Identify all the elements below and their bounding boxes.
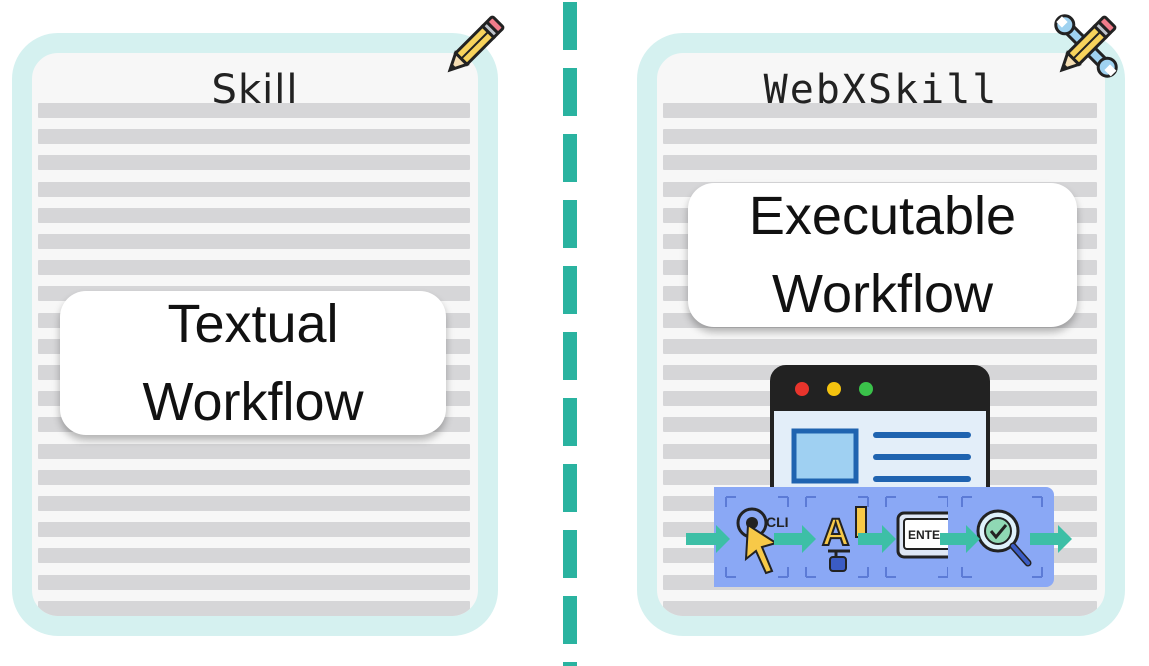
- ruled-line: [38, 574, 470, 590]
- ruled-line: [38, 548, 470, 564]
- webxskill-title: WebXSkill: [763, 67, 999, 113]
- skill-title: Skill: [211, 67, 299, 113]
- ruled-line: [38, 103, 470, 118]
- ruled-line: [38, 129, 470, 145]
- ruled-line: [38, 181, 470, 197]
- ruled-line: [663, 129, 1097, 145]
- label-line-1: Textual: [167, 294, 339, 354]
- sequence-arrows: [686, 525, 1072, 553]
- ruled-line: [38, 207, 470, 223]
- ruled-line: [38, 496, 470, 511]
- pencil-wrench-icon: [1054, 14, 1118, 78]
- ruled-line: [38, 234, 470, 249]
- pencil-icon: [447, 15, 505, 73]
- ruled-line: [38, 155, 470, 171]
- ruled-line: [38, 522, 470, 538]
- verify-search-icon: [948, 487, 1054, 587]
- svg-text:ENTE: ENTE: [908, 528, 940, 542]
- label-line-1: Executable: [748, 186, 1017, 246]
- action-sequence: CLI A ENTE: [686, 487, 1072, 587]
- svg-text:CLI: CLI: [766, 514, 789, 530]
- ruled-line: [663, 338, 1097, 354]
- ruled-line: [38, 469, 470, 485]
- label-line-2: Workflow: [771, 264, 994, 324]
- ruled-line: [663, 155, 1097, 171]
- ruled-line: [38, 260, 470, 276]
- skill-card: Skill Textual Workflow: [12, 33, 498, 636]
- textual-workflow-label: Textual Workflow: [60, 291, 446, 435]
- executable-workflow-label: Executable Workflow: [688, 183, 1077, 327]
- svg-text:A: A: [822, 512, 849, 554]
- ruled-line: [38, 600, 470, 616]
- dashed-divider: [563, 2, 577, 666]
- ruled-line: [38, 443, 470, 459]
- ruled-line: [663, 600, 1097, 616]
- ruled-line: [663, 103, 1097, 118]
- label-line-2: Workflow: [142, 372, 364, 432]
